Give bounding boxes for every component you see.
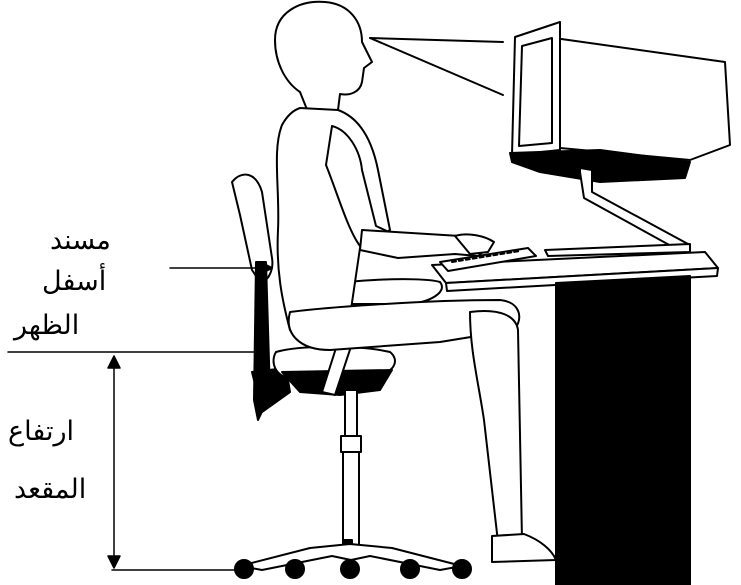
seat-height-label-line-1: ارتفاع: [8, 418, 74, 445]
monitor: [510, 22, 730, 256]
person-foot: [492, 534, 556, 562]
monitor-screen: [519, 38, 552, 146]
chair-caster-5: [453, 560, 471, 578]
lumbar-support-label-line-3: الظهر: [14, 312, 79, 339]
chair-caster-4: [401, 560, 419, 578]
seat-height-arrowhead-bottom: [108, 556, 120, 568]
seat-height-dimension: [8, 352, 255, 570]
seat-height-arrowhead-top: [108, 356, 120, 368]
seat-height-label-line-2: المقعد: [14, 476, 86, 503]
chair-caster-1: [235, 560, 253, 578]
sight-line-bottom: [370, 38, 503, 95]
person-lower-leg: [470, 311, 522, 542]
monitor-housing: [540, 36, 730, 160]
lumbar-support-label-line-2: أسفل: [42, 268, 106, 295]
chair-caster-2: [286, 560, 304, 578]
lumbar-support-label-line-1: مسند: [50, 227, 111, 254]
chair-column-top: [345, 390, 357, 440]
chair-column-bottom: [343, 452, 359, 548]
chair-caster-3: [341, 560, 359, 578]
person-head: [275, 2, 372, 112]
sight-line-top: [370, 38, 503, 42]
desk-pedestal: [556, 276, 690, 585]
chair-column-collar: [341, 436, 361, 452]
